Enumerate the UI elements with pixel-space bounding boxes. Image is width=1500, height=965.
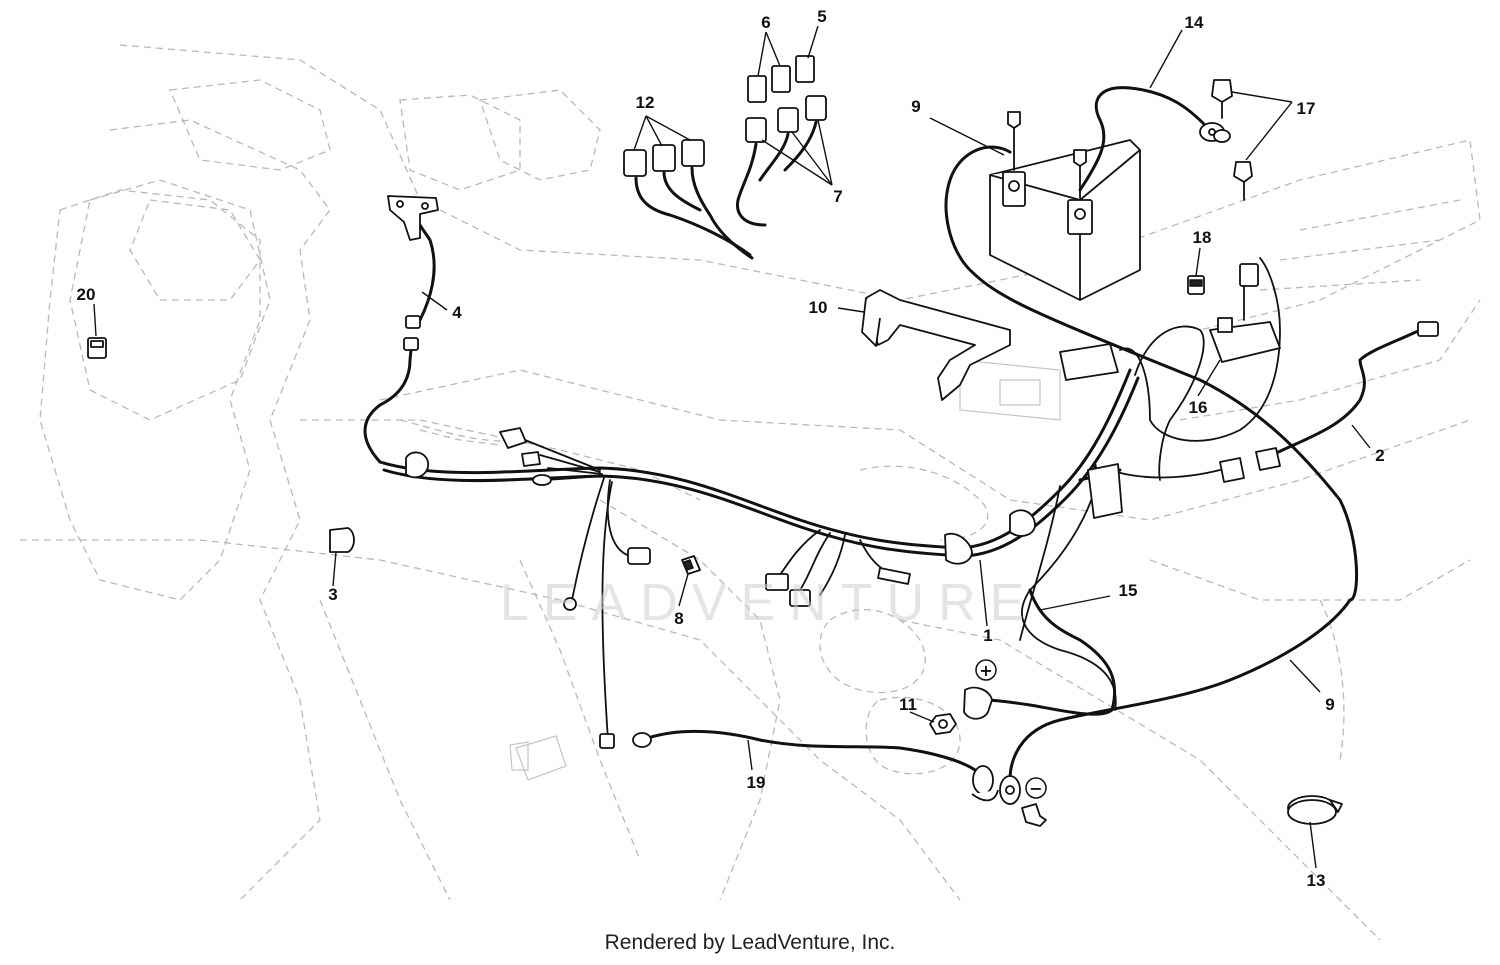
watermark-text: LEADVENTURE <box>500 574 1038 632</box>
callout-1[interactable]: 1 <box>983 626 992 645</box>
callout-7[interactable]: 7 <box>833 187 842 206</box>
footer-credit: Rendered by LeadVenture, Inc. <box>604 931 896 954</box>
callout-18[interactable]: 18 <box>1193 228 1212 247</box>
ground-cable-19 <box>632 729 999 802</box>
callout-20[interactable]: 20 <box>77 285 96 304</box>
bolts-17 <box>1211 79 1253 201</box>
leader-lines <box>93 25 1371 869</box>
callout-9-bottom[interactable]: 9 <box>1325 695 1334 714</box>
connector-8 <box>681 555 701 575</box>
battery-cable-negative <box>944 145 1358 827</box>
callout-5[interactable]: 5 <box>817 7 826 26</box>
fuse-18 <box>1187 275 1205 295</box>
callout-3[interactable]: 3 <box>328 585 337 604</box>
callout-16[interactable]: 16 <box>1189 398 1208 417</box>
negative-symbol: − <box>1025 777 1047 799</box>
hose-clamp-13 <box>1287 795 1343 825</box>
negative-sign-text: − <box>1029 779 1042 798</box>
main-wiring-harness <box>378 257 1281 749</box>
positive-cable-15 <box>963 588 1117 720</box>
callout-6[interactable]: 6 <box>761 13 770 32</box>
starter-relay-16 <box>1209 263 1281 363</box>
relay-20 <box>87 337 107 359</box>
positive-sign-text: + <box>979 661 992 680</box>
callout-14[interactable]: 14 <box>1185 13 1204 32</box>
callout-8[interactable]: 8 <box>674 609 683 628</box>
positive-symbol: + <box>975 659 997 681</box>
battery-holder-10 <box>861 289 1011 401</box>
connectors-12 <box>623 139 754 260</box>
connectors-7 <box>735 95 827 227</box>
lower-switch <box>509 735 567 781</box>
callout-10[interactable]: 10 <box>809 298 828 317</box>
callout-labels: 1 2 3 4 5 6 7 8 9 9 10 11 12 13 14 15 16… <box>77 7 1385 890</box>
callout-2[interactable]: 2 <box>1375 446 1384 465</box>
harness-lead-2 <box>1255 321 1439 471</box>
relay-caps-5-6 <box>747 55 815 103</box>
grommet <box>329 527 355 553</box>
callout-17[interactable]: 17 <box>1297 99 1316 118</box>
nut-11 <box>929 713 957 735</box>
callout-11[interactable]: 11 <box>899 695 917 714</box>
battery <box>989 111 1141 301</box>
callout-19[interactable]: 19 <box>747 773 766 792</box>
callout-13[interactable]: 13 <box>1307 871 1326 890</box>
vehicle-frame-outline <box>20 44 1481 941</box>
callout-4[interactable]: 4 <box>452 303 462 322</box>
sensor-lead <box>363 195 439 479</box>
callout-9-top[interactable]: 9 <box>911 97 920 116</box>
callout-12[interactable]: 12 <box>636 93 655 112</box>
callout-15[interactable]: 15 <box>1119 581 1138 600</box>
